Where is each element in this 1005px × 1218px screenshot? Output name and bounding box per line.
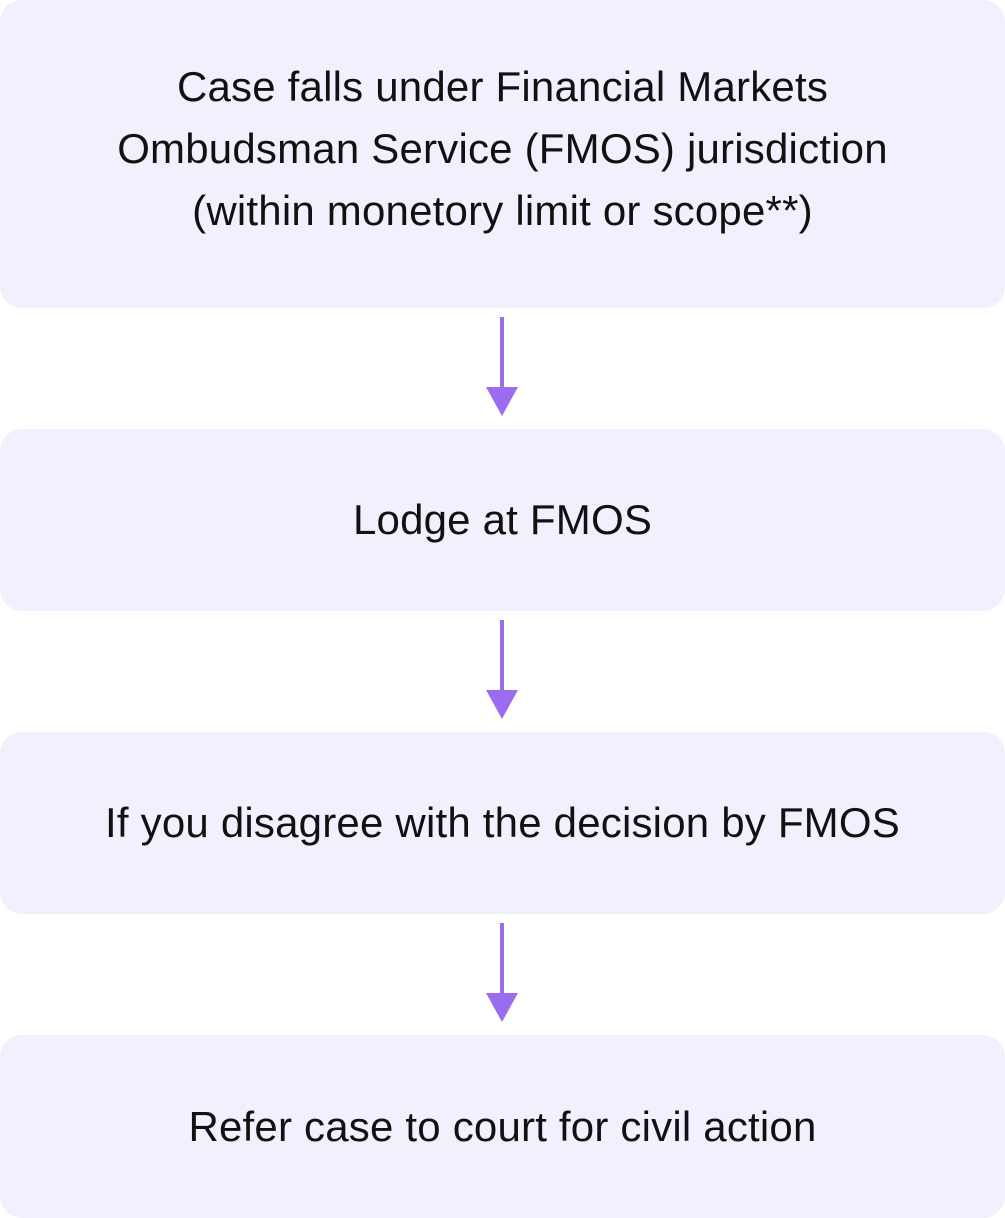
flow-step-lodge: Lodge at FMOS [0, 429, 1005, 611]
flow-step-label: Case falls under Financial Markets Ombud… [117, 63, 888, 234]
down-arrow-icon [486, 620, 518, 719]
down-arrow-icon [486, 317, 518, 416]
flow-step-label: Refer case to court for civil action [188, 1102, 817, 1150]
flow-step-disagree: If you disagree with the decision by FMO… [0, 732, 1005, 914]
flow-step-label: Lodge at FMOS [352, 496, 653, 543]
flow-step-jurisdiction: Case falls under Financial Markets Ombud… [0, 0, 1005, 308]
flow-step-court: Refer case to court for civil action [0, 1035, 1005, 1218]
flow-step-label: If you disagree with the decision by FMO… [105, 799, 900, 846]
down-arrow-icon [486, 923, 518, 1022]
